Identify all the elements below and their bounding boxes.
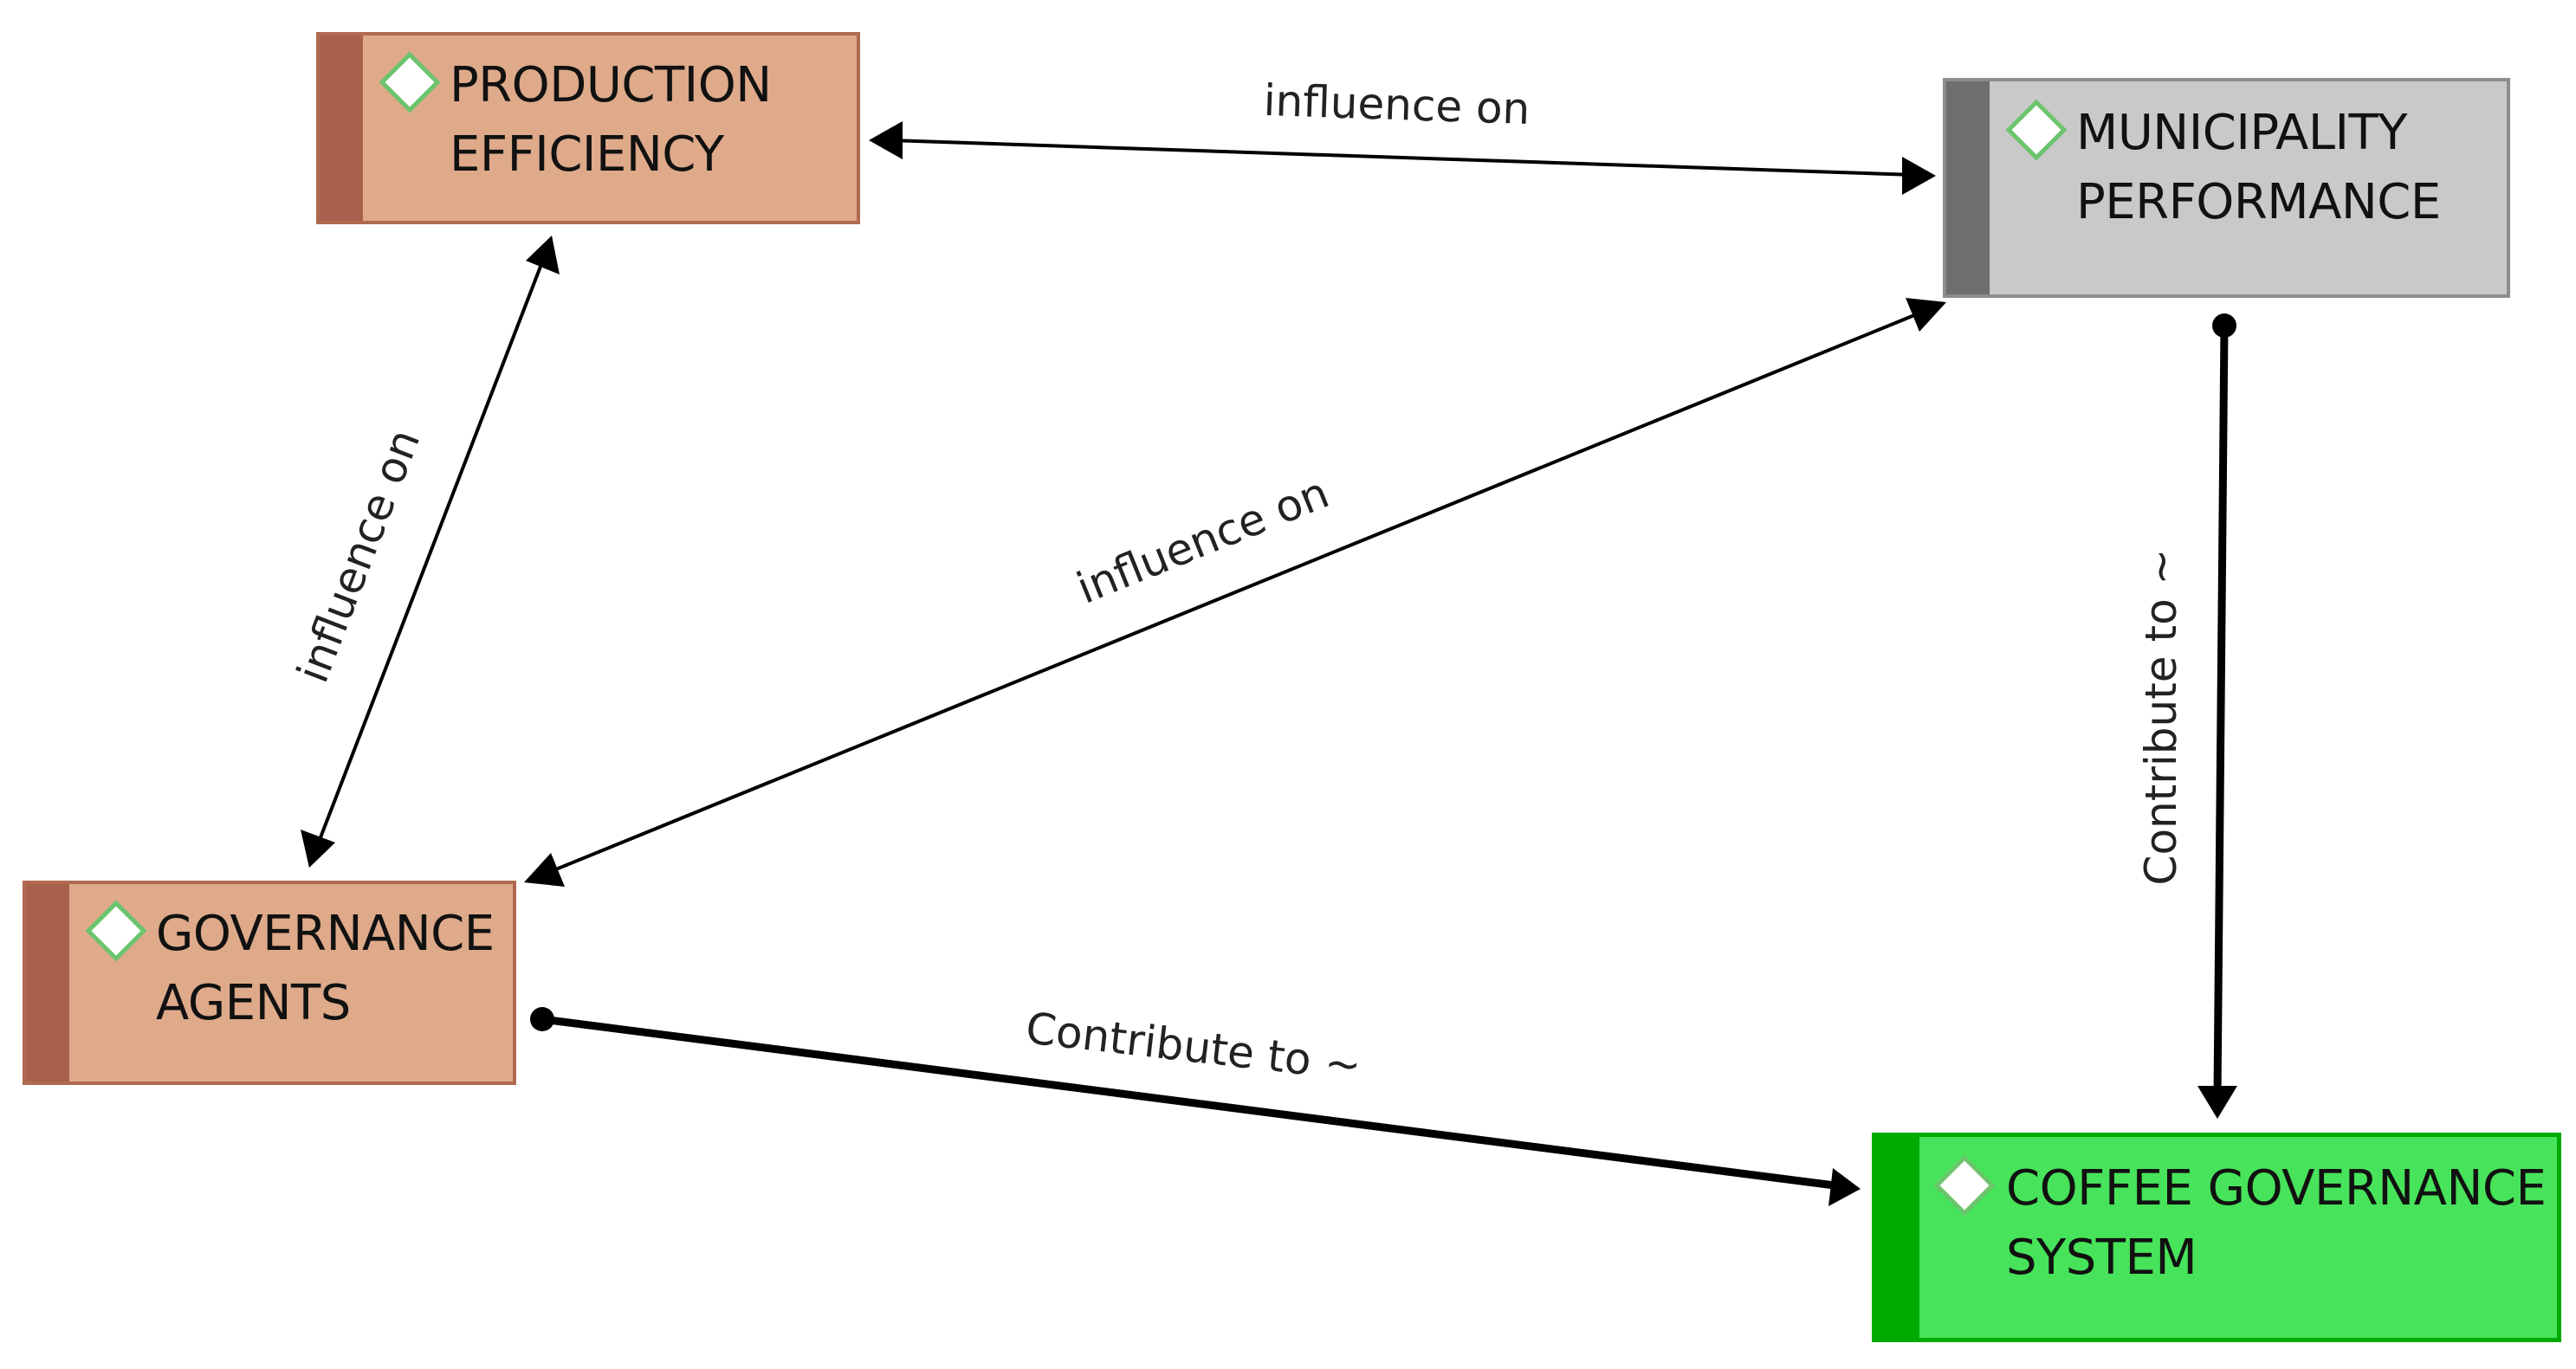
diamond-icon (85, 900, 147, 962)
edge-prod-gov[interactable]: influence on (288, 236, 560, 868)
node-coffee-governance-system[interactable]: COFFEE GOVERNANCE SYSTEM (1872, 1133, 2561, 1342)
edge-label-gov-coffee: Contribute to ~ (1023, 1003, 1363, 1091)
diamond-icon (379, 51, 441, 113)
node-title-line2: EFFICIENCY (450, 126, 724, 183)
edge-label-prod-gov: influence on (288, 423, 430, 689)
node-title: COFFEE GOVERNANCE SYSTEM (2006, 1154, 2547, 1293)
node-title: MUNICIPALITY PERFORMANCE (2076, 99, 2441, 237)
edge-label-prod-muni: influence on (1263, 75, 1531, 134)
node-title-line2: PERFORMANCE (2076, 174, 2441, 230)
node-title: GOVERNANCE AGENTS (156, 900, 495, 1038)
edge-muni-coffee[interactable]: Contribute to ~ (2136, 313, 2237, 1119)
node-title-line2: AGENTS (156, 975, 351, 1031)
node-title-line1: PRODUCTION (450, 57, 772, 113)
diamond-icon (1933, 1154, 1996, 1217)
node-production-efficiency[interactable]: PRODUCTION EFFICIENCY (316, 32, 860, 224)
edge-prod-muni[interactable]: influence on (869, 75, 1936, 195)
edge-gov-muni[interactable]: influence on (524, 298, 1946, 887)
node-title-line1: COFFEE GOVERNANCE (2006, 1160, 2547, 1217)
node-title-line2: SYSTEM (2006, 1230, 2197, 1286)
node-title-line1: MUNICIPALITY (2076, 105, 2407, 161)
diamond-icon (2005, 99, 2068, 161)
node-title: PRODUCTION EFFICIENCY (450, 51, 772, 190)
node-municipality-performance[interactable]: MUNICIPALITY PERFORMANCE (1943, 78, 2510, 298)
node-stripe (320, 36, 363, 221)
node-title-line1: GOVERNANCE (156, 906, 495, 962)
edge-gov-coffee[interactable]: Contribute to ~ (530, 1003, 1861, 1206)
edge-label-gov-muni: influence on (1070, 468, 1336, 614)
edge-label-muni-coffee: Contribute to ~ (2136, 549, 2186, 886)
node-stripe (1946, 81, 1990, 294)
node-governance-agents[interactable]: GOVERNANCE AGENTS (23, 881, 516, 1085)
node-stripe (1876, 1137, 1919, 1338)
node-stripe (26, 884, 69, 1082)
